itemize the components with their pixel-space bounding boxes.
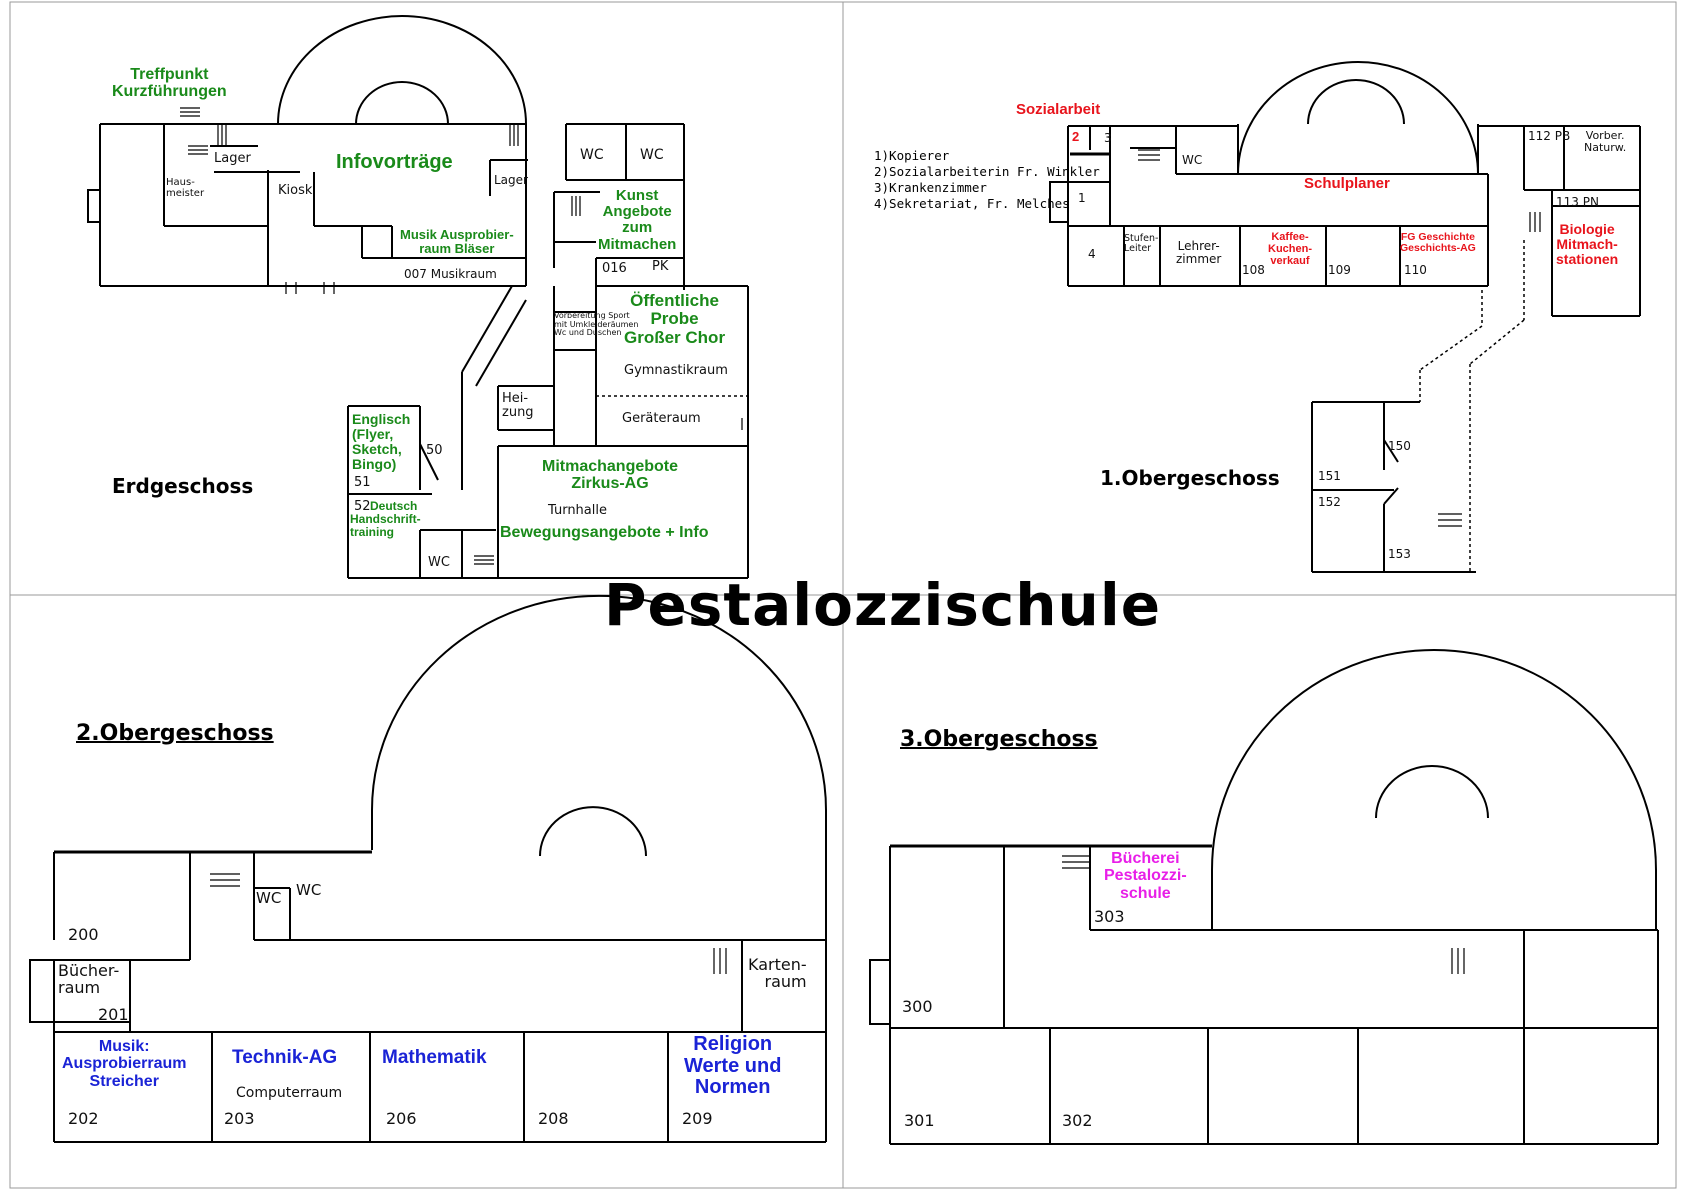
room-lehrerzimmer-label: Lehrer- zimmer [1176,239,1222,266]
room-wc-og2-label: WC [296,881,322,899]
room-umkleide-label: Vorbereitung Sport mit Umkleideräumen Wc… [554,311,639,338]
room-musikraum-label: 007 Musikraum [404,267,497,281]
room-buecherei-label: Bücherei Pestalozzi- schule [1104,850,1187,902]
room-4-label: 4 [1088,247,1096,261]
page-title: Pestalozzischule [604,571,1162,639]
room-151-label: 151 [1318,469,1341,483]
room-pk-label: PK [652,259,669,274]
room-1-label: 1 [1078,191,1086,205]
room-buecherraum-label: Bücher- raum [58,961,120,998]
room-203-label: 203 [224,1109,255,1128]
room-technik-label: Technik-AG [232,1047,338,1068]
room-bewegung-label: Bewegungsangebote + Info [500,524,709,541]
room-113-label: 113 PN [1556,195,1599,209]
room-heizung-label: Hei- zung [502,391,534,421]
room-016-label: 016 [602,261,627,276]
room-112-label: 112 PB [1528,129,1571,143]
room-206-label: 206 [386,1109,417,1128]
room-lager-label: Lager [214,151,251,166]
room-chor-label: Öffentliche Probe Großer Chor [624,291,726,347]
room-150-label: 150 [1388,439,1411,453]
room-englisch-label: Englisch (Flyer, Sketch, Bingo) [352,411,411,473]
room-208-label: 208 [538,1109,569,1128]
room-biologie-label: Biologie Mitmach- stationen [1556,221,1619,268]
room-gymnastik-label: Gymnastikraum [624,363,728,378]
room-religion-label: Religion Werte und Normen [684,1033,782,1099]
room-kunst-label: Kunst Angebote zum Mitmachen [598,187,677,253]
room-mitmach-label: Mitmachangebote Zirkus-AG [542,458,679,493]
room-turnhalle-label: Turnhalle [548,503,607,518]
room-schulplaner-label: Schulplaner [1304,175,1390,192]
room-treffpunkt-label: Treffpunkt Kurzführungen [112,66,227,101]
room-3-label: 3 [1104,131,1112,145]
obergeschoss1-plan [1049,61,1641,573]
room-109-label: 109 [1328,263,1351,277]
room-kartenraum-label: Karten- raum [748,955,807,992]
room-201-label: 201 [98,1005,129,1024]
room-vorber-label: Vorber. Naturw. [1584,129,1627,154]
room-wc-small-label: WC [256,889,282,907]
room-153-label: 153 [1388,547,1411,561]
room-152-label: 152 [1318,495,1341,509]
room-musik-streicher-label: Musik: Ausprobierraum Streicher [62,1038,187,1090]
room-wc1-label: WC [580,147,604,163]
room-kaffee-label: Kaffee- Kuchen- verkauf [1268,231,1312,267]
room-108-label: 108 [1242,263,1265,277]
room-2-label: 2 [1072,129,1080,144]
legend-item: 1)Kopierer [874,148,950,163]
room-110-label: 110 [1404,263,1427,277]
erdgeschoss-plan [87,15,749,579]
obergeschoss2-plan [29,594,827,1143]
room-computerraum-label: Computerraum [236,1085,343,1101]
room-301-label: 301 [904,1111,935,1130]
room-fg-geschichte-label: FG Geschichte Geschichts-AG [1400,231,1476,255]
room-209-label: 209 [682,1109,713,1128]
floor-title-obergeschoss3: 3.Obergeschoss [900,727,1098,752]
room-infovortraege-label: Infovorträge [336,151,453,173]
obergeschoss3-plan [869,649,1659,1145]
room-200-label: 200 [68,925,99,944]
floor-title-erdgeschoss: Erdgeschoss [112,474,254,498]
room-kiosk-label: Kiosk [278,183,313,198]
room-50-label: 50 [426,443,443,458]
room-wc-og1-label: WC [1182,153,1203,167]
room-52-label: 52 [354,499,371,514]
room-300-label: 300 [902,997,933,1016]
room-sozialarbeit-label: Sozialarbeit [1016,101,1101,118]
room-stufenleiter-label: Stufen- Leiter [1124,233,1159,255]
room-mathematik-label: Mathematik [382,1047,487,1068]
floor-title-obergeschoss2: 2.Obergeschoss [76,721,274,746]
room-musik-blaeser-label: Musik Ausprobier- raum Bläser [400,227,514,257]
legend-item: 3)Krankenzimmer [874,180,987,195]
legend-item: 4)Sekretariat, Fr. Melches [874,196,1070,211]
room-wc2-label: WC [640,147,664,163]
room-51-label: 51 [354,475,371,490]
room-geraete-label: Geräteraum [622,411,701,426]
legend-item: 2)Sozialarbeiterin Fr. Winkler [874,164,1100,179]
room-lager2-label: Lager [494,173,528,187]
room-deutsch-label: Deutsch Handschrift- training [350,499,421,539]
legend-obergeschoss1: 1)Kopierer 2)Sozialarbeiterin Fr. Winkle… [874,148,1100,212]
room-202-label: 202 [68,1109,99,1128]
room-wc3-label: WC [428,555,450,570]
room-hausmeister-label: Haus- meister [166,177,205,199]
room-303-label: 303 [1094,907,1125,926]
room-302-label: 302 [1062,1111,1093,1130]
floor-title-obergeschoss1: 1.Obergeschoss [1100,466,1280,490]
